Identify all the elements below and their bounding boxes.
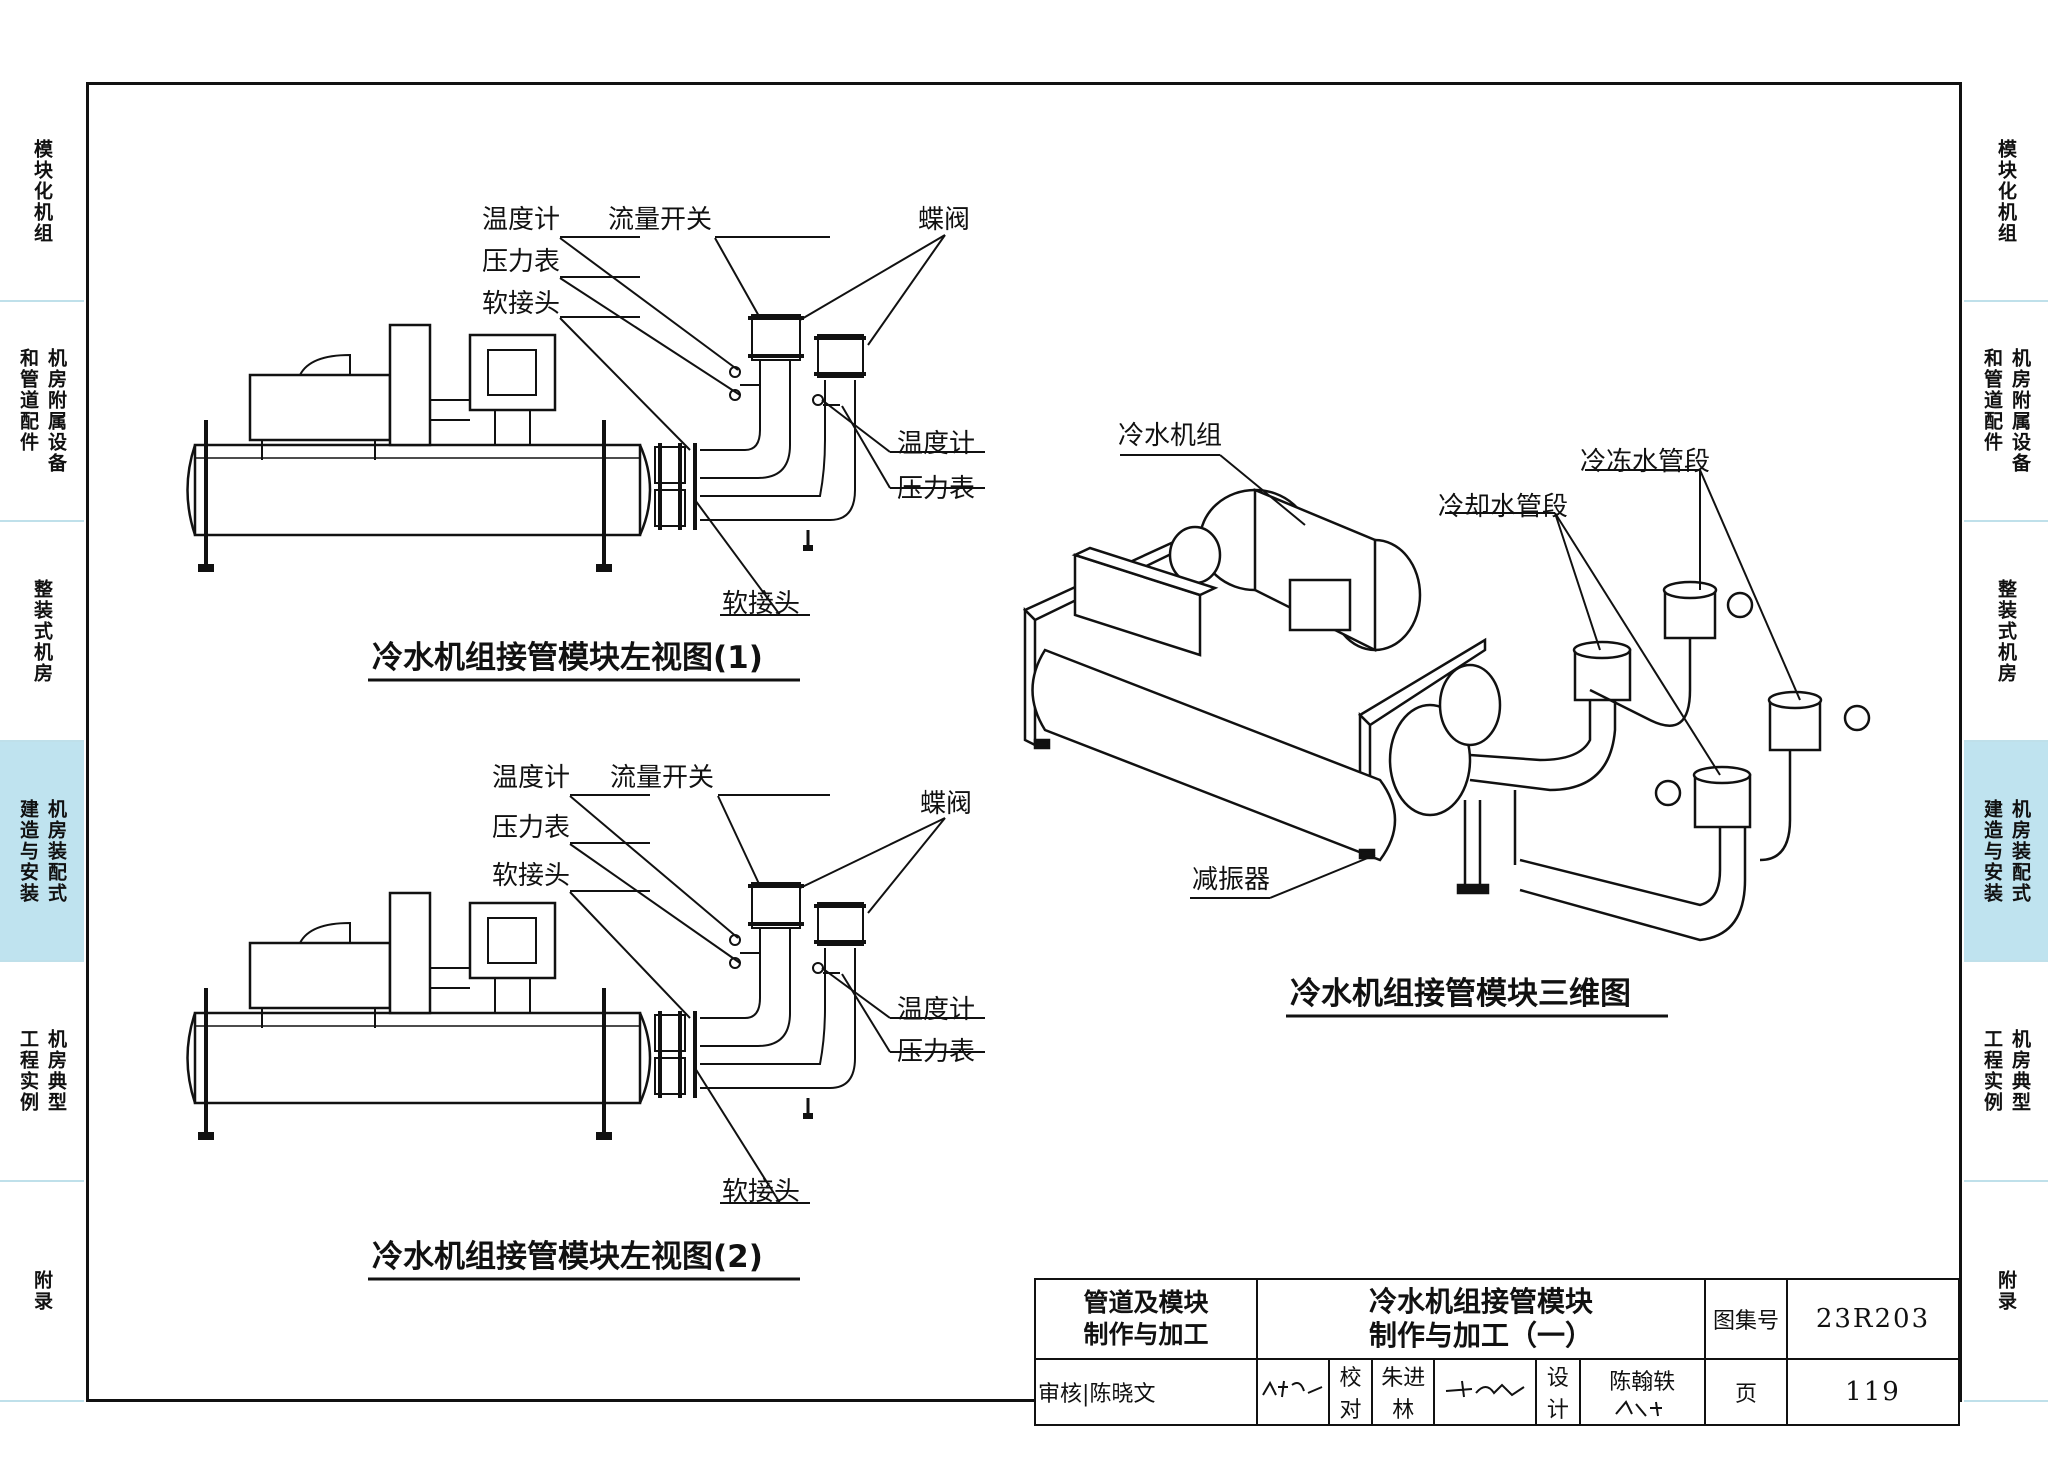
side-tab-typical-projects-right[interactable]: 机房典型工程实例 bbox=[1964, 962, 2048, 1182]
chiller-3d-labels: 冷水机组 冷冻水管段 冷却水管段 减振器 冷水机组接管模块三维图 bbox=[1118, 421, 1710, 1018]
page-number-cell: 119 bbox=[1786, 1358, 1960, 1426]
side-tab-typical-projects[interactable]: 机房典型工程实例 bbox=[0, 962, 84, 1182]
left-view-2-drawing bbox=[185, 881, 868, 1142]
label-chiller: 冷水机组 bbox=[1118, 421, 1222, 451]
page-label-cell: 页 bbox=[1704, 1358, 1788, 1426]
label-pressure-gauge-2: 压力表 bbox=[897, 1037, 975, 1067]
label-chilled-water-pipe: 冷冻水管段 bbox=[1580, 447, 1710, 477]
designer-cell: 陈翰轶 bbox=[1578, 1358, 1706, 1426]
label-flow-switch: 流量开关 bbox=[610, 763, 714, 793]
design-label-cell: 设计 bbox=[1535, 1358, 1581, 1426]
review-signature bbox=[1256, 1358, 1330, 1426]
label-temp-gauge: 温度计 bbox=[482, 205, 560, 235]
side-tab-appendix[interactable]: 附录 bbox=[0, 1182, 84, 1402]
label-pressure-gauge: 压力表 bbox=[482, 247, 560, 277]
left-view-1-labels: 温度计 流量开关 蝶阀 压力表 软接头 温度计 压力表 软接头 冷水机组接管模块… bbox=[368, 205, 975, 682]
side-tab-modular-unit[interactable]: 模块化机组 bbox=[0, 82, 84, 302]
label-pressure-gauge: 压力表 bbox=[492, 813, 570, 843]
side-tab-modular-unit-right[interactable]: 模块化机组 bbox=[1964, 82, 2048, 302]
left-view-2-labels: 温度计 流量开关 蝶阀 压力表 软接头 温度计 压力表 软接头 冷水机组接管模块… bbox=[368, 763, 975, 1281]
caption-left-view-1: 冷水机组接管模块左视图(1) bbox=[372, 640, 763, 676]
check-signature bbox=[1433, 1358, 1538, 1426]
atlas-label-cell: 图集号 bbox=[1704, 1278, 1788, 1360]
label-temp-gauge-2: 温度计 bbox=[897, 429, 975, 459]
signature-reviewer bbox=[1262, 1380, 1323, 1398]
side-tab-integrated-room[interactable]: 整装式机房 bbox=[0, 522, 84, 742]
label-butterfly-valve: 蝶阀 bbox=[920, 789, 972, 819]
left-view-1-drawing bbox=[185, 313, 868, 574]
label-soft-joint-2: 软接头 bbox=[722, 1177, 800, 1207]
side-tab-integrated-room-right[interactable]: 整装式机房 bbox=[1964, 522, 2048, 742]
drawing-sheet bbox=[86, 82, 1962, 1402]
caption-left-view-2: 冷水机组接管模块左视图(2) bbox=[372, 1239, 763, 1275]
checker-cell: 朱进林 bbox=[1371, 1358, 1436, 1426]
side-tab-auxiliary-equipment[interactable]: 机房附属设备和管道配件 bbox=[0, 302, 84, 522]
check-label-cell: 校对 bbox=[1327, 1358, 1374, 1426]
atlas-number-cell: 23R203 bbox=[1786, 1278, 1960, 1360]
label-soft-joint: 软接头 bbox=[482, 289, 560, 319]
signature-checker bbox=[1446, 1380, 1525, 1398]
side-tab-auxiliary-equipment-right[interactable]: 机房附属设备和管道配件 bbox=[1964, 302, 2048, 522]
label-pressure-gauge-2: 压力表 bbox=[897, 474, 975, 504]
label-flow-switch: 流量开关 bbox=[608, 205, 712, 235]
title-cell: 冷水机组接管模块 制作与加工（一） bbox=[1256, 1278, 1706, 1360]
right-tab-strip: 模块化机组 机房附属设备和管道配件 整装式机房 机房装配式建造与安装 机房典型工… bbox=[1964, 0, 2048, 1482]
title-block: 管道及模块 制作与加工 冷水机组接管模块 制作与加工（一） 图集号 23R203… bbox=[1034, 1278, 1960, 1426]
label-soft-joint: 软接头 bbox=[492, 861, 570, 891]
category-cell: 管道及模块 制作与加工 bbox=[1034, 1278, 1258, 1360]
chiller-3d-drawing bbox=[1022, 488, 1871, 942]
signature-designer bbox=[1615, 1399, 1663, 1417]
label-cooling-water-pipe: 冷却水管段 bbox=[1438, 492, 1568, 522]
label-soft-joint-2: 软接头 bbox=[722, 589, 800, 619]
side-tab-appendix-right[interactable]: 附录 bbox=[1964, 1182, 2048, 1402]
label-butterfly-valve: 蝶阀 bbox=[918, 205, 970, 235]
chiller-3d-leaders bbox=[1120, 454, 1801, 899]
side-tab-prefab-construction-right[interactable]: 机房装配式建造与安装 bbox=[1964, 742, 2048, 962]
label-temp-gauge: 温度计 bbox=[492, 763, 570, 793]
label-vibration-damper: 减振器 bbox=[1192, 865, 1270, 895]
caption-3d-view: 冷水机组接管模块三维图 bbox=[1290, 976, 1631, 1012]
label-temp-gauge-2: 温度计 bbox=[897, 995, 975, 1025]
review-row: 审核|陈晓文 bbox=[1034, 1358, 1258, 1426]
left-view-1-leaders bbox=[559, 234, 985, 616]
left-tab-strip: 模块化机组 机房附属设备和管道配件 整装式机房 机房装配式建造与安装 机房典型工… bbox=[0, 0, 84, 1482]
left-view-2-leaders bbox=[569, 794, 985, 1204]
side-tab-prefab-construction[interactable]: 机房装配式建造与安装 bbox=[0, 742, 84, 962]
